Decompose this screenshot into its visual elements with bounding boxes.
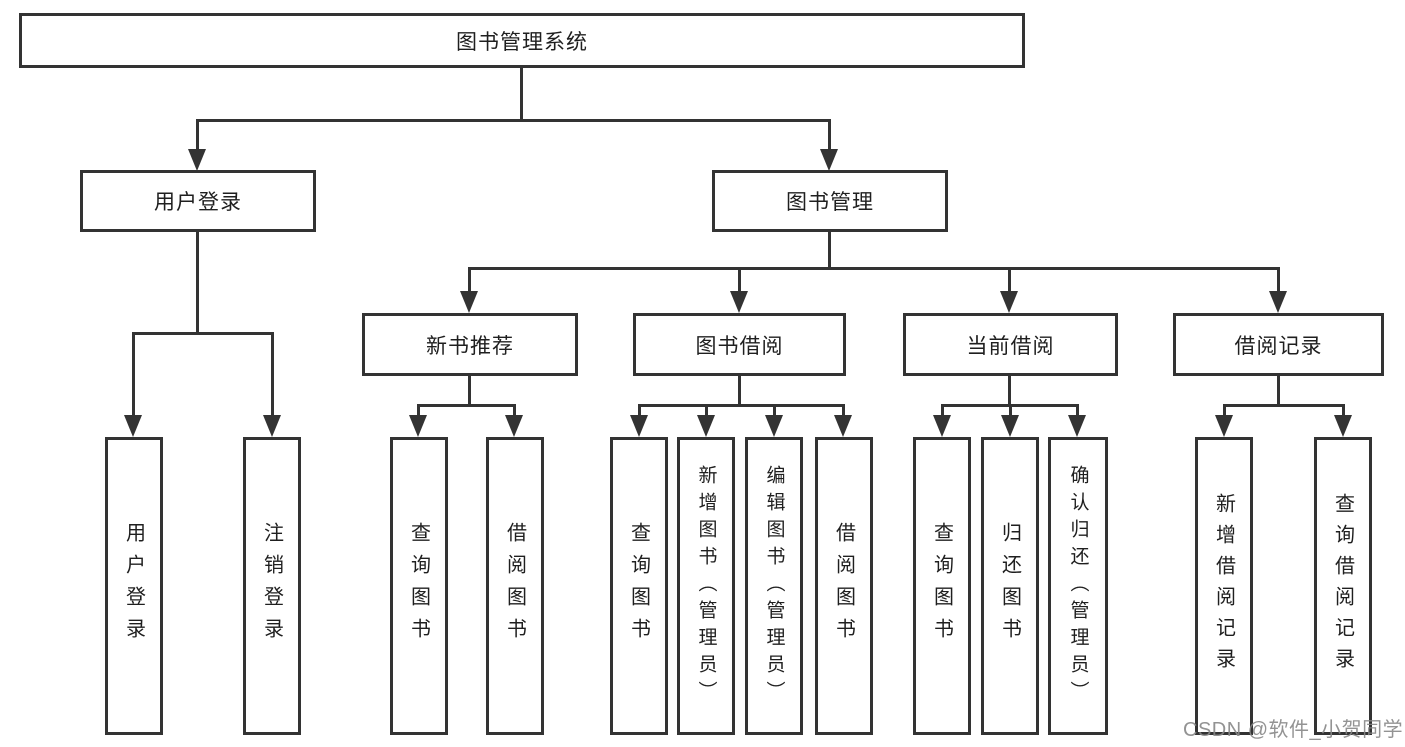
connector-line: [1008, 267, 1011, 293]
connector-line: [468, 376, 471, 407]
arrow-down-icon: [630, 415, 648, 437]
arrow-down-icon: [460, 291, 478, 313]
arrow-down-icon: [765, 415, 783, 437]
connector-line: [417, 404, 420, 417]
connector-line: [1223, 404, 1226, 417]
connector-line: [1223, 404, 1344, 407]
leaf-query-books-current: 查询图书: [913, 437, 971, 735]
node-borrowing-records: 借阅记录: [1173, 313, 1384, 376]
leaf-edit-books-admin: 编辑图书（管理员）: [745, 437, 803, 735]
connector-line: [638, 404, 641, 417]
leaf-add-borrow-record: 新增借阅记录: [1195, 437, 1253, 735]
watermark-text: CSDN @软件_小贺同学: [1183, 719, 1404, 741]
arrow-down-icon: [188, 149, 206, 171]
connector-line: [1277, 267, 1280, 293]
node-book-management: 图书管理: [712, 170, 948, 232]
leaf-user-login: 用户登录: [105, 437, 163, 735]
leaf-borrow-books: 借阅图书: [815, 437, 873, 735]
connector-line: [1008, 376, 1011, 407]
node-new-book-recommendation: 新书推荐: [362, 313, 578, 376]
connector-line: [638, 404, 844, 407]
arrow-down-icon: [1334, 415, 1352, 437]
connector-line: [828, 232, 831, 270]
node-book-management-system: 图书管理系统: [19, 13, 1025, 68]
connector-line: [773, 404, 776, 417]
leaf-confirm-return-admin: 确认归还（管理员）: [1048, 437, 1108, 735]
connector-line: [418, 404, 516, 407]
leaf-query-books-borrow: 查询图书: [610, 437, 668, 735]
arrow-down-icon: [834, 415, 852, 437]
connector-line: [133, 332, 274, 335]
arrow-down-icon: [697, 415, 715, 437]
connector-line: [828, 119, 831, 151]
connector-line: [468, 267, 1280, 270]
node-book-borrowing: 图书借阅: [633, 313, 846, 376]
connector-line: [513, 404, 516, 417]
leaf-borrow-books-recommend: 借阅图书: [486, 437, 544, 735]
node-user-login: 用户登录: [80, 170, 316, 232]
arrow-down-icon: [263, 415, 281, 437]
connector-line: [738, 267, 741, 293]
connector-line: [520, 68, 523, 121]
arrow-down-icon: [409, 415, 427, 437]
connector-line: [196, 232, 199, 335]
arrow-down-icon: [1068, 415, 1086, 437]
leaf-logout: 注销登录: [243, 437, 301, 735]
connector-line: [468, 267, 471, 293]
arrow-down-icon: [820, 149, 838, 171]
arrow-down-icon: [1269, 291, 1287, 313]
connector-line: [705, 404, 708, 417]
node-current-borrowing: 当前借阅: [903, 313, 1118, 376]
arrow-down-icon: [1001, 415, 1019, 437]
leaf-add-books-admin: 新增图书（管理员）: [677, 437, 735, 735]
connector-line: [738, 376, 741, 407]
connector-line: [1009, 404, 1012, 417]
leaf-query-books-recommend: 查询图书: [390, 437, 448, 735]
connector-line: [197, 119, 831, 122]
connector-line: [1076, 404, 1079, 417]
arrow-down-icon: [730, 291, 748, 313]
arrow-down-icon: [1000, 291, 1018, 313]
arrow-down-icon: [933, 415, 951, 437]
connector-line: [1342, 404, 1345, 417]
connector-line: [132, 332, 135, 416]
arrow-down-icon: [1215, 415, 1233, 437]
connector-line: [271, 332, 274, 416]
connector-line: [1277, 376, 1280, 407]
connector-line: [196, 119, 199, 151]
arrow-down-icon: [124, 415, 142, 437]
arrow-down-icon: [505, 415, 523, 437]
connector-line: [941, 404, 944, 417]
leaf-return-books: 归还图书: [981, 437, 1039, 735]
connector-line: [842, 404, 845, 417]
leaf-query-borrow-record: 查询借阅记录: [1314, 437, 1372, 735]
